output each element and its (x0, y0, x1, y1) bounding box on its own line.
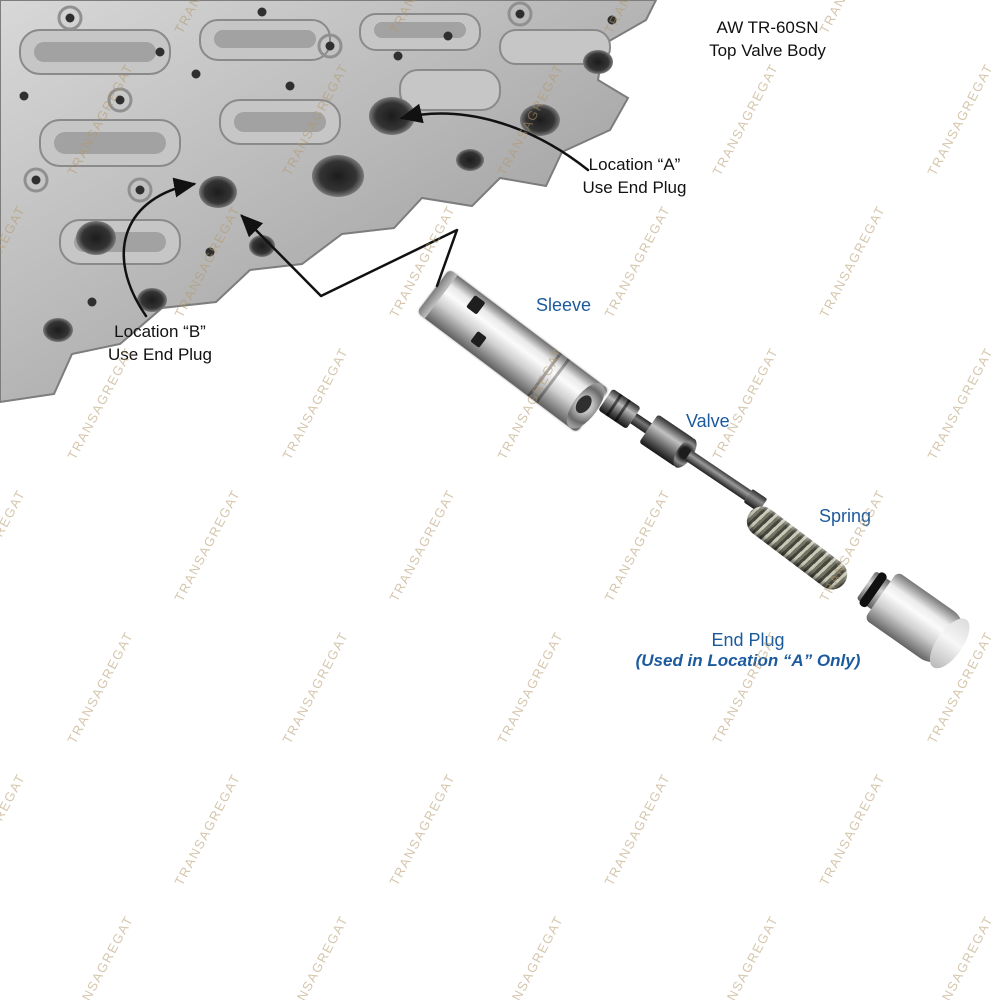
watermark-text: TRANSAGREGAT (709, 60, 782, 179)
watermark-text: TRANSAGREGAT (279, 912, 352, 1000)
watermark-text: TRANSAGREGAT (64, 628, 137, 747)
title-line1: AW TR-60SN (716, 18, 819, 37)
location-b-line2: Use End Plug (108, 345, 212, 364)
title-line2: Top Valve Body (709, 41, 826, 60)
watermark-text: TRANSAGREGAT (924, 344, 997, 463)
watermark-text: TRANSAGREGAT (171, 770, 244, 889)
label-valve: Valve (686, 411, 730, 431)
end-plug-note: (Used in Location “A” Only) (635, 651, 861, 670)
label-end-plug: End Plug (Used in Location “A” Only) (598, 630, 898, 671)
sleeve-window (466, 294, 486, 315)
watermark-text: TRANSAGREGAT (64, 912, 137, 1000)
watermark-text: TRANSAGREGAT (816, 770, 889, 889)
watermark-text: TRANSAGREGAT (816, 202, 889, 321)
watermark-text: TRANSAGREGAT (0, 486, 29, 605)
location-a-line1: Location “A” (588, 155, 681, 174)
label-sleeve: Sleeve (536, 295, 592, 315)
watermark-text: TRANSAGREGAT (386, 770, 459, 889)
casting-channels (34, 22, 466, 252)
location-b-line1: Location “B” (114, 322, 206, 341)
label-spring: Spring (819, 506, 872, 526)
valve-stem (684, 450, 752, 501)
watermark-text: TRANSAGREGAT (0, 770, 29, 889)
watermark-text: TRANSAGREGAT (601, 486, 674, 605)
diagram-title: AW TR-60SN Top Valve Body (680, 16, 855, 62)
callout-location-a: Location “A” Use End Plug (557, 153, 712, 199)
watermark-text: TRANSAGREGAT (494, 628, 567, 747)
location-a-line2: Use End Plug (582, 178, 687, 197)
watermark-text: TRANSAGREGAT (171, 486, 244, 605)
watermark-text: TRANSAGREGAT (709, 344, 782, 463)
watermark-text: TRANSAGREGAT (709, 912, 782, 1000)
watermark-text: TRANSAGREGAT (601, 770, 674, 889)
valve-part (594, 383, 776, 524)
watermark-text: TRANSAGREGAT (386, 486, 459, 605)
end-plug-label-text: End Plug (711, 630, 785, 650)
sleeve-window (470, 330, 487, 348)
watermark-text: TRANSAGREGAT (924, 60, 997, 179)
callout-location-b: Location “B” Use End Plug (82, 320, 238, 366)
bolt-holes (19, 7, 617, 307)
watermark-text: TRANSAGREGAT (279, 628, 352, 747)
watermark-text: TRANSAGREGAT (494, 912, 567, 1000)
watermark-text: TRANSAGREGAT (924, 912, 997, 1000)
